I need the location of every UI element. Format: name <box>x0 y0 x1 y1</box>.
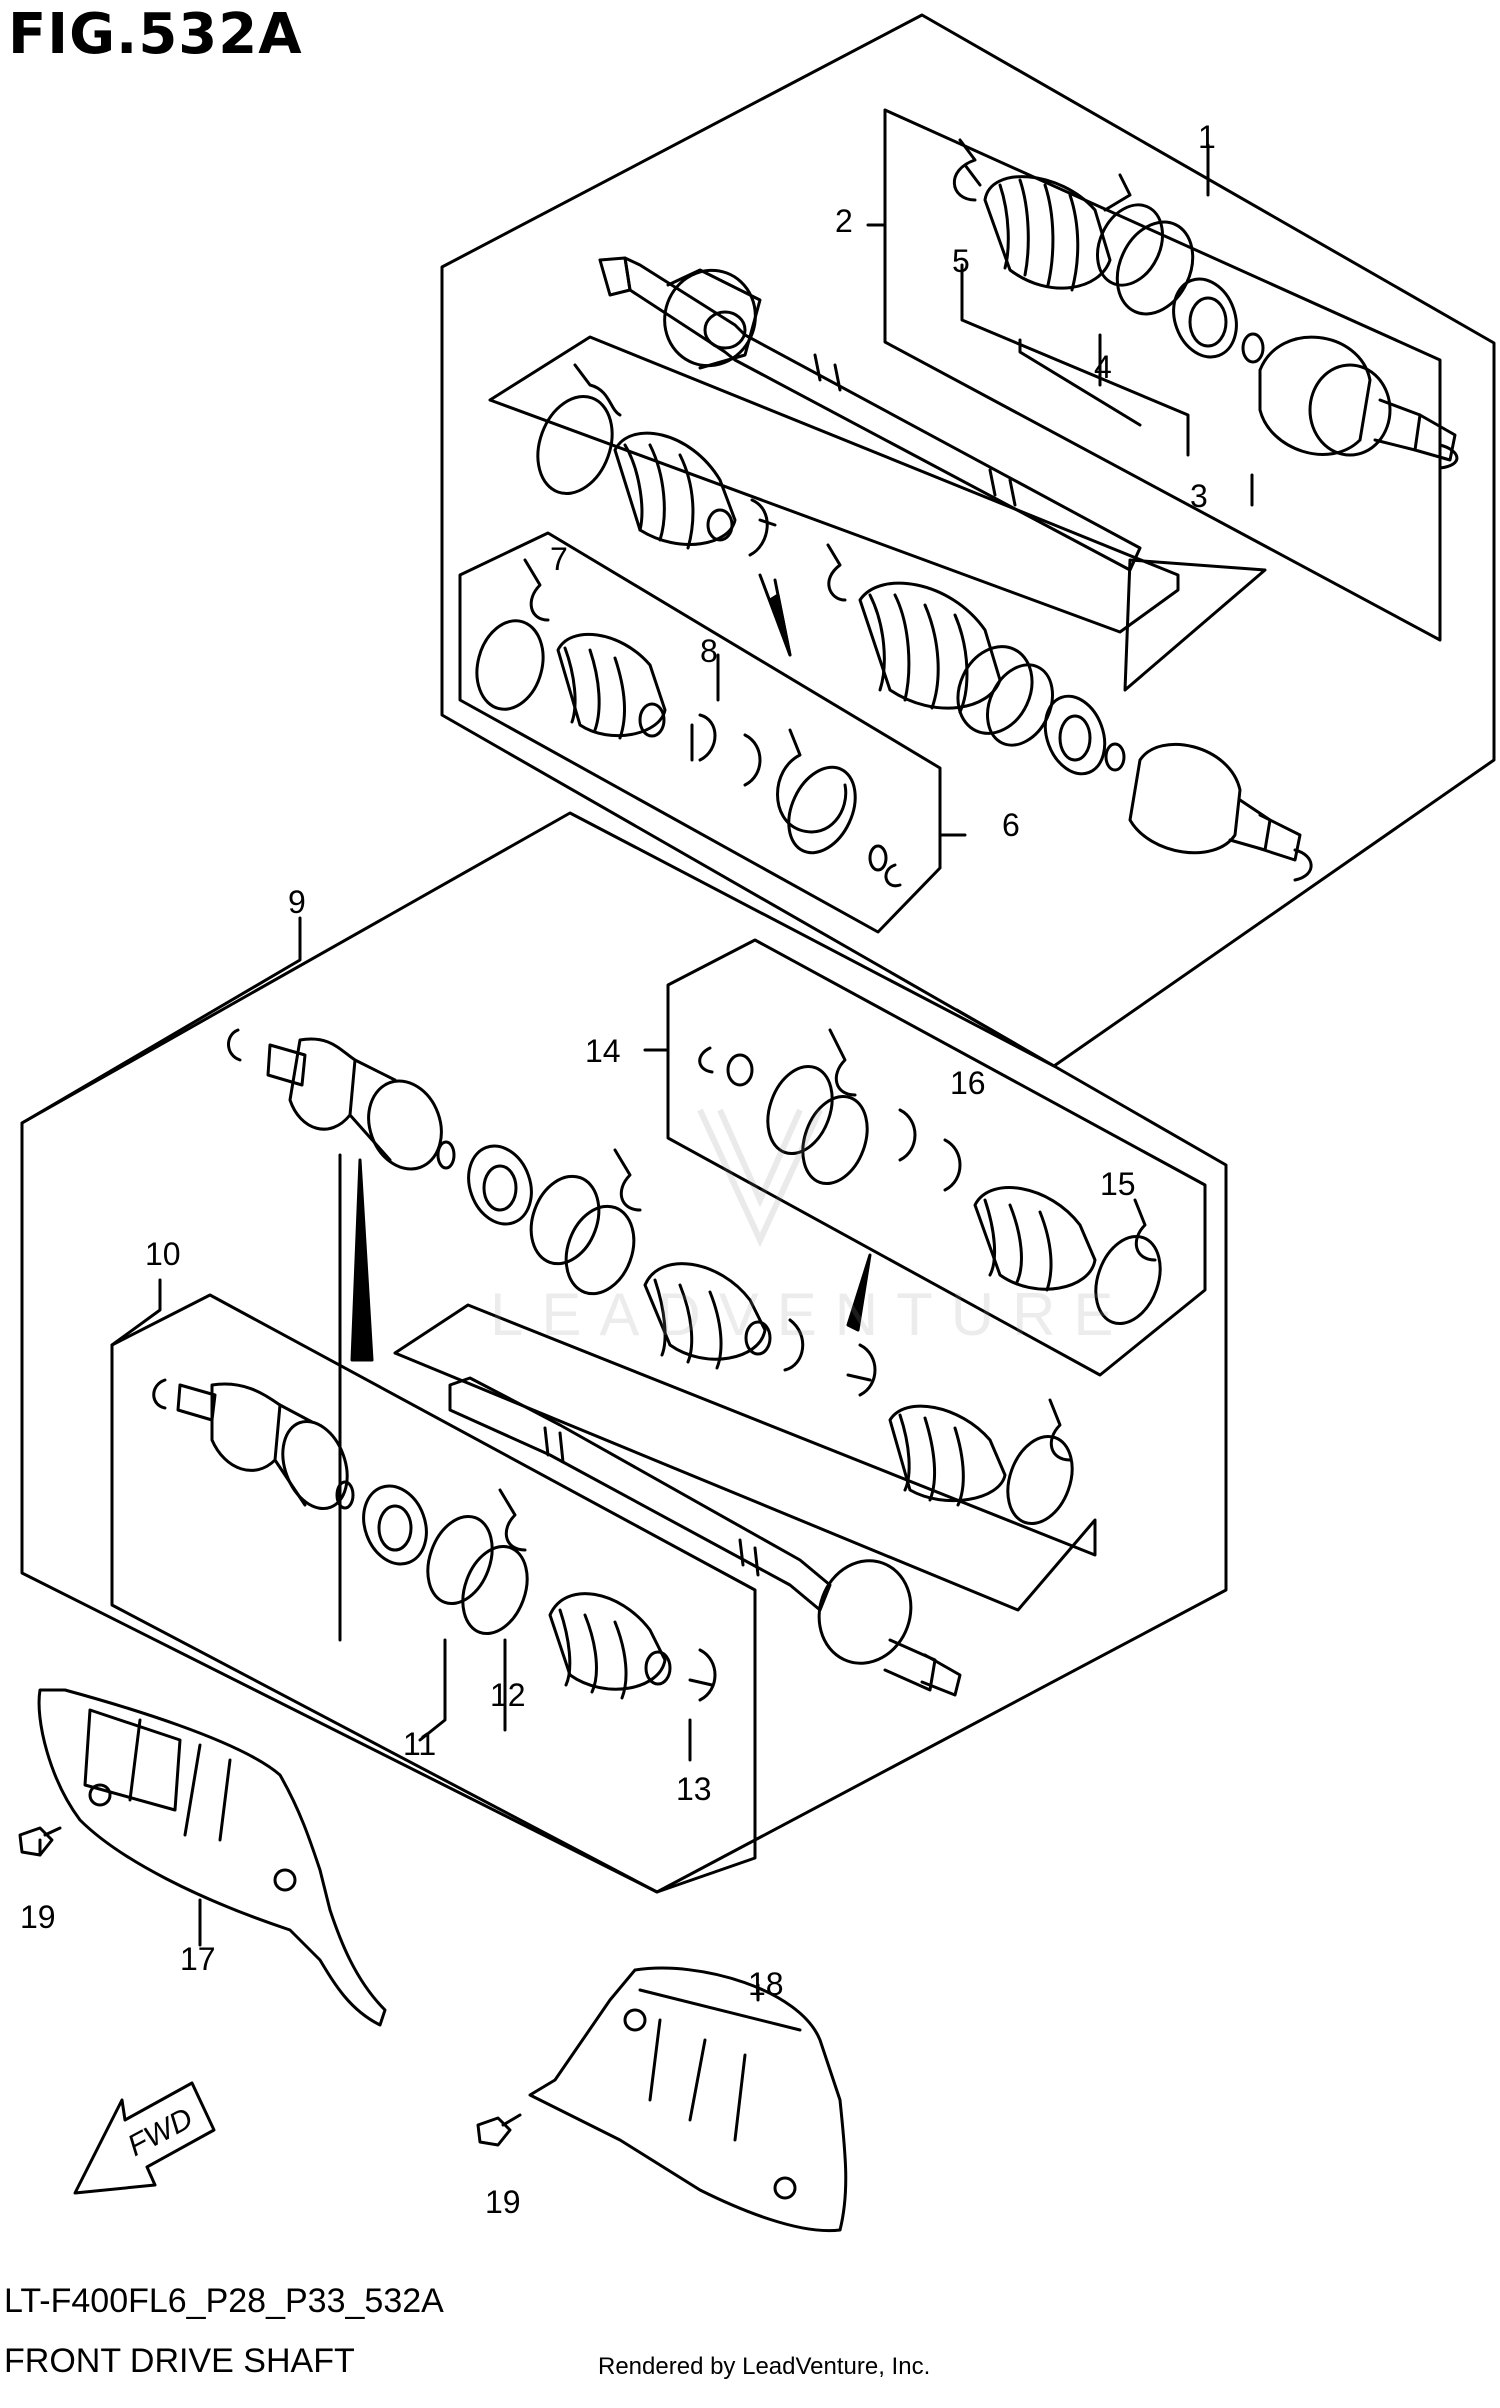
callout-6: 6 <box>1002 807 1020 843</box>
bolt-19-left <box>18 1826 62 1857</box>
lower-shaft-box <box>393 1303 1097 1612</box>
middle-boot-set <box>536 363 777 557</box>
callout-1: 1 <box>1198 119 1216 155</box>
figure-title: FIG.532A <box>8 2 303 67</box>
callout-19-lower: 19 <box>485 2184 521 2220</box>
callout-13: 13 <box>676 1771 712 1807</box>
callout-14: 14 <box>585 1033 621 1069</box>
shaft-box <box>488 335 1180 634</box>
model-code: LT-F400FL6_P28_P33_532A <box>4 2282 444 2320</box>
skid-plate-18 <box>528 1966 848 2233</box>
callout-4: 4 <box>1094 349 1112 385</box>
diagram-name: FRONT DRIVE SHAFT <box>4 2342 355 2380</box>
upper-boot <box>952 138 1195 316</box>
callout-12: 12 <box>490 1677 526 1713</box>
lower-outer-cv-joint <box>227 1028 533 1226</box>
upper-inner-cv-joint <box>1258 335 1459 470</box>
subassembly-box-6 <box>458 531 942 934</box>
upper-bearing-cage <box>1172 277 1265 364</box>
subassembly-box-10 <box>110 1293 757 1894</box>
callout-10: 10 <box>145 1236 181 1272</box>
upper-outer-cv-joint <box>663 268 762 370</box>
box-10-parts <box>152 1378 717 1702</box>
callout-2: 2 <box>835 203 853 239</box>
skid-plate-17 <box>37 1688 387 2027</box>
lower-assembly-frame <box>20 811 1228 1894</box>
bolt-19-lower <box>476 2113 522 2147</box>
upper-axle-shaft <box>598 256 1142 572</box>
pointer-triangle-3 <box>846 1253 872 1332</box>
upper-assembly-frame <box>440 13 1496 1068</box>
callout-17: 17 <box>180 1941 216 1977</box>
callout-7: 7 <box>550 541 568 577</box>
box-14-parts <box>698 1028 1162 1326</box>
right-middle-boot <box>826 543 1313 882</box>
callout-3: 3 <box>1190 478 1208 514</box>
callout-18: 18 <box>748 1966 784 2002</box>
pointer-triangle-2 <box>350 1158 374 1362</box>
leader-lines <box>20 143 1254 2002</box>
callout-9: 9 <box>288 884 306 920</box>
callout-19-left: 19 <box>20 1899 56 1935</box>
render-credit: Rendered by LeadVenture, Inc. <box>598 2353 931 2380</box>
lower-boot-set <box>529 1148 1074 1526</box>
watermark-logo: LEADVENTURE <box>490 1108 1131 1348</box>
lower-axle-shaft <box>448 1376 962 1697</box>
box-6-parts <box>475 558 902 888</box>
watermark-text: LEADVENTURE <box>490 1281 1131 1348</box>
callout-16: 16 <box>950 1065 986 1101</box>
callout-8: 8 <box>700 633 718 669</box>
callout-11: 11 <box>403 1726 436 1762</box>
subassembly-box-2 <box>883 108 1442 642</box>
subassembly-box-14 <box>666 938 1207 1377</box>
pointer-triangle-1 <box>768 593 792 657</box>
callout-5: 5 <box>952 243 970 279</box>
callout-15: 15 <box>1100 1166 1136 1202</box>
fwd-arrow-icon <box>73 2081 216 2195</box>
